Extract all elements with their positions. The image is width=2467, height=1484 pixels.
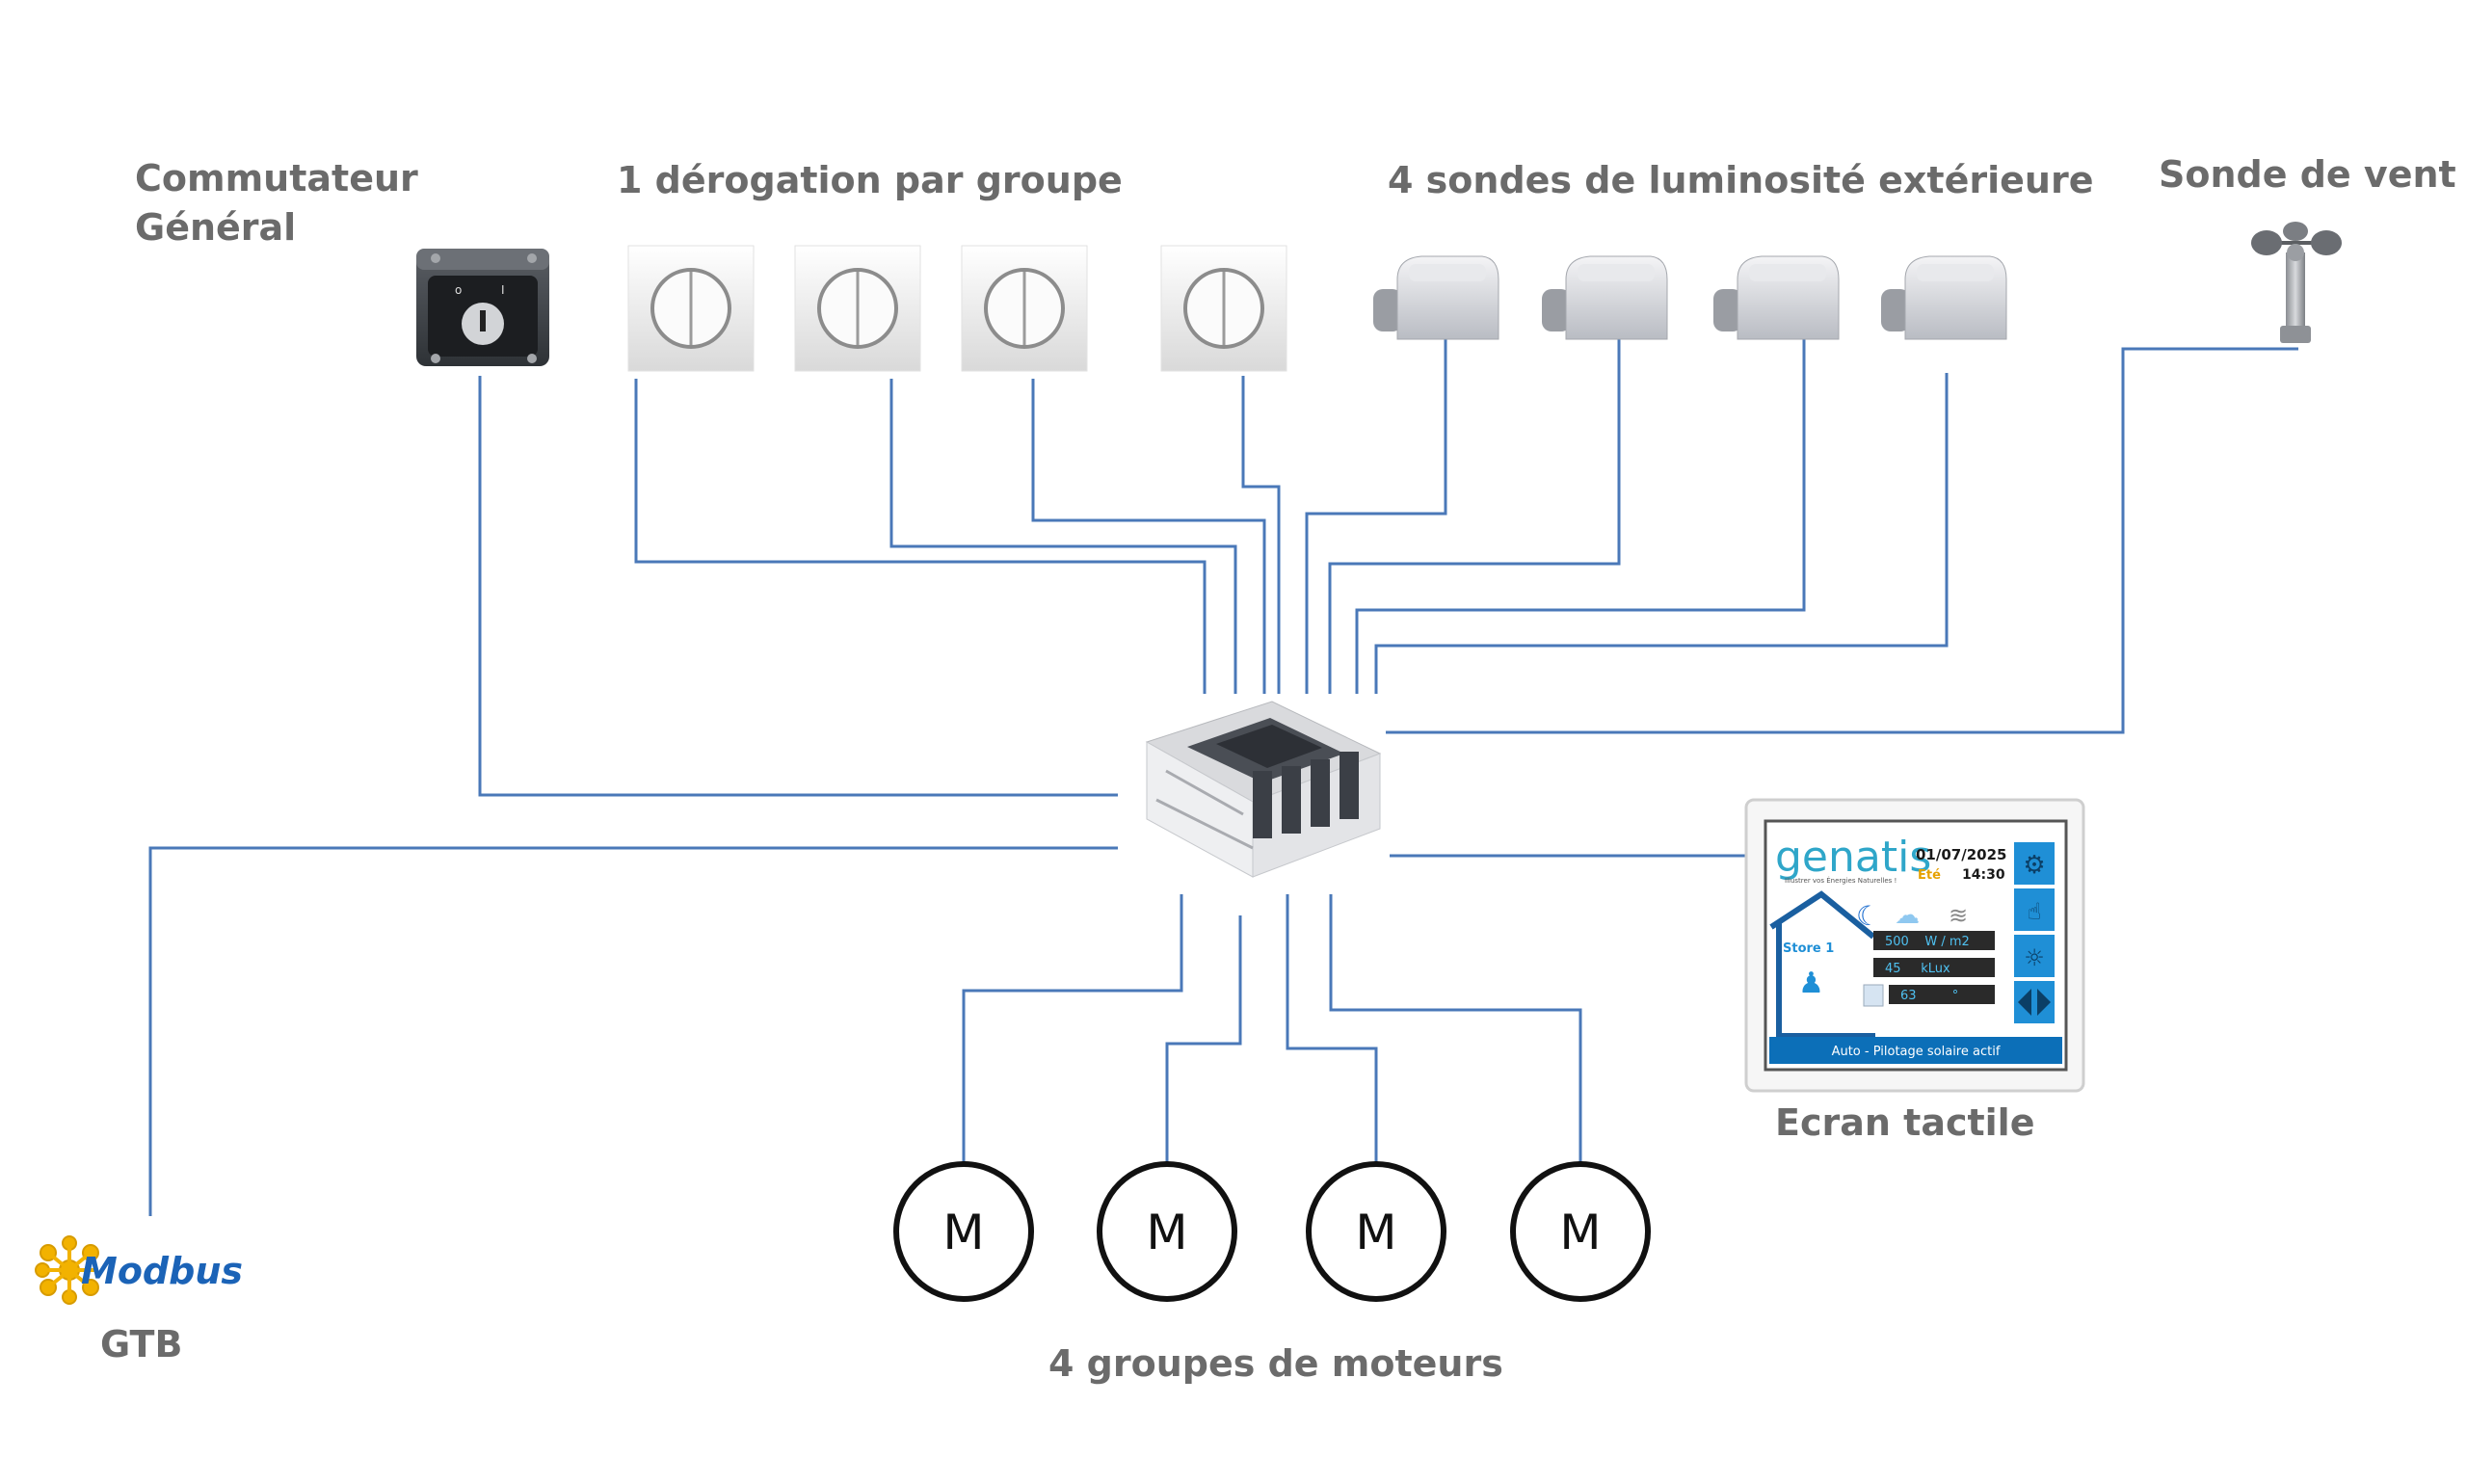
label-ecran-tactile: Ecran tactile [1775, 1101, 2035, 1144]
person-icon: ♟ [1798, 967, 1824, 1000]
wire-commutateur [478, 376, 1118, 797]
wire-derogation-4 [1241, 376, 1281, 694]
screen-manual-button [2014, 888, 2055, 931]
motor-symbol: M [942, 1205, 984, 1260]
luminosity-sensor-icon-4 [1881, 255, 2007, 340]
motors: M M M M [893, 1161, 1651, 1302]
wire-sonde-4 [1374, 373, 1949, 694]
motor-circle [1510, 1161, 1651, 1302]
key-switch-icon: o I [416, 249, 549, 366]
screen-date: 01/07/2025 [1916, 846, 2006, 863]
luminosity-sensor-icon-3 [1713, 255, 1840, 340]
motor-circle [893, 1161, 1034, 1302]
label-gtb: GTB [100, 1323, 183, 1365]
reading-2: 45 kLux [1885, 962, 1950, 976]
touch-screen: genatis Illustrer vos Énergies Naturelle… [1744, 798, 2085, 1093]
wind-icon: ≋ [1949, 902, 1968, 929]
screen-status: Auto - Pilotage solaire actif [1832, 1045, 2001, 1059]
wire-derogation-2 [889, 379, 1237, 694]
screen-brand: genatis [1775, 833, 1931, 882]
motor-circle [1097, 1161, 1237, 1302]
reading-box-3 [1889, 985, 1995, 1004]
svg-text:o: o [455, 283, 462, 297]
wire-gtb [148, 846, 1118, 1216]
motor-1: M [893, 1161, 1034, 1302]
label-commutateur-line1: Commutateur [135, 157, 418, 199]
wire-moteur-3 [1286, 894, 1378, 1176]
motor-symbol: M [1146, 1205, 1187, 1260]
wire-derogation-1 [634, 379, 1207, 694]
hand-icon: ☝ [2028, 898, 2042, 925]
sun-icon: ☼ [2024, 944, 2045, 971]
wire-vent [1386, 347, 2298, 734]
derogation-switch-icon-4 [1160, 245, 1287, 372]
motor-2: M [1097, 1161, 1237, 1302]
anemometer-icon [2251, 222, 2342, 343]
motor-symbol: M [1355, 1205, 1396, 1260]
wire-sonde-1 [1305, 328, 1447, 694]
house-icon [1769, 890, 1875, 1039]
modbus-logo: Modbus [35, 1235, 243, 1305]
screen-settings-button [2014, 842, 2055, 885]
screen-season: Eté [1918, 868, 1941, 883]
screen-status-bar [1769, 1037, 2062, 1064]
screen-sun-button [2014, 935, 2055, 977]
motor-circle [1306, 1161, 1446, 1302]
motor-3: M [1306, 1161, 1446, 1302]
wire-sonde-2 [1328, 331, 1621, 694]
label-commutateur-general: Commutateur Général [135, 154, 418, 253]
wire-sonde-3 [1355, 331, 1806, 694]
motor-4: M [1510, 1161, 1651, 1302]
derogation-switch-icon-2 [794, 245, 921, 372]
reading-1: 500 W / m2 [1885, 935, 1970, 949]
motor-symbol: M [1559, 1205, 1601, 1260]
derogation-switches [627, 245, 1287, 372]
cloud-icon: ☁ [1895, 901, 1920, 930]
label-sonde-vent: Sonde de vent [2159, 153, 2456, 196]
moon-icon: ☾ [1856, 900, 1880, 932]
reading-box-1 [1873, 931, 1995, 950]
luminosity-sensors [1373, 255, 2007, 340]
wire-moteur-1 [962, 894, 1183, 1176]
derogation-switch-icon-1 [627, 245, 755, 372]
luminosity-sensor-icon-2 [1542, 255, 1668, 340]
reading-3: 63 ° [1900, 989, 1958, 1003]
blinds-icon [1863, 984, 1884, 1007]
wire-moteur-4 [1329, 894, 1582, 1176]
screen-time: 14:30 [1962, 867, 2005, 883]
wires [148, 328, 2298, 1216]
label-commutateur-line2: Général [135, 206, 297, 250]
screen-tagline: Illustrer vos Énergies Naturelles ! [1785, 876, 1897, 885]
label-sondes-luminosite: 4 sondes de luminosité extérieure [1388, 159, 2094, 201]
label-groupes-moteurs: 4 groupes de moteurs [1048, 1342, 1503, 1385]
luminosity-sensor-icon-1 [1373, 255, 1499, 340]
screen-store-label: Store 1 [1783, 941, 1834, 956]
svg-text:I: I [501, 283, 505, 297]
controller-module-icon [1145, 701, 1382, 878]
label-derogation: 1 dérogation par groupe [617, 159, 1123, 201]
arrows-icon [2018, 989, 2051, 1016]
modbus-wordmark: Modbus [81, 1250, 243, 1292]
wrench-icon: ⚙ [2023, 851, 2045, 880]
derogation-switch-icon-3 [961, 245, 1088, 372]
wire-derogation-3 [1031, 379, 1266, 694]
reading-box-2 [1873, 958, 1995, 977]
wire-moteur-2 [1165, 915, 1242, 1176]
